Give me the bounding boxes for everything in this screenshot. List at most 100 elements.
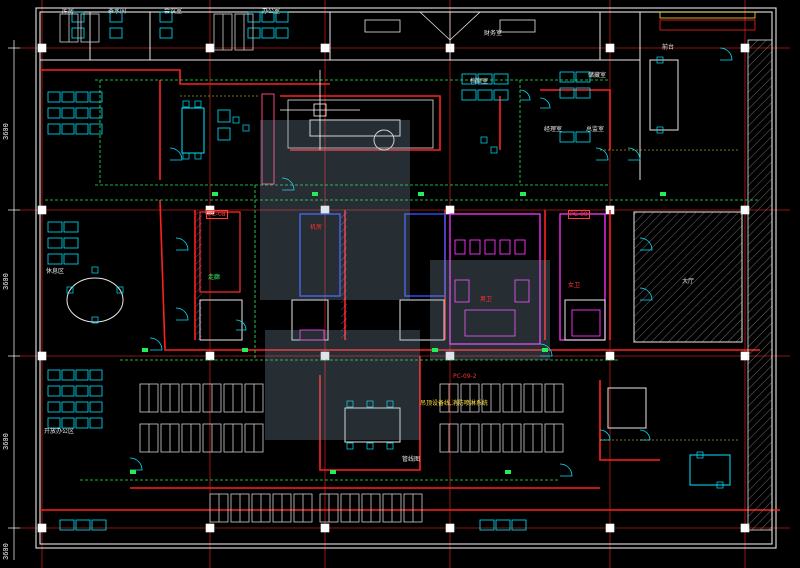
room-label-store: 库房 (62, 8, 75, 15)
workstation (47, 123, 61, 135)
workstation (89, 91, 103, 103)
meeting-tables (66, 59, 731, 486)
workstation (559, 71, 575, 83)
hatched-east-wall (747, 39, 773, 531)
workstation (247, 27, 261, 39)
workstation (75, 123, 89, 135)
green-partition-lines (45, 79, 760, 481)
workstation (75, 417, 89, 429)
workstation (217, 109, 231, 123)
workstation (47, 385, 61, 397)
workstation (91, 519, 107, 531)
column (37, 43, 47, 53)
workstation (477, 89, 493, 101)
workstation (559, 87, 575, 99)
dimension-ruler-left (8, 40, 20, 560)
workstation (47, 237, 63, 249)
chair (716, 481, 724, 489)
chair (656, 126, 664, 134)
hatched-core-walls (196, 212, 202, 340)
workstation (559, 131, 575, 143)
room-label-toilet-f: 女卫 (568, 282, 581, 289)
column (37, 351, 47, 361)
room-label-hall: 大厅 (682, 278, 695, 285)
highlight-panel (287, 99, 434, 149)
workstation-clusters (47, 11, 591, 531)
room-label-toilet-m: 男卫 (480, 296, 493, 303)
workstation (461, 89, 477, 101)
workstation (59, 519, 75, 531)
chair (182, 152, 190, 160)
tag-pc-09: PC-09 (568, 210, 590, 219)
dimension-label-1: 3600 (3, 123, 11, 140)
chair (232, 116, 240, 124)
door-swing (719, 47, 733, 61)
workstation (89, 385, 103, 397)
column (445, 205, 455, 215)
door-swing (235, 319, 247, 331)
room-label-archive: 档案室 (470, 78, 489, 85)
chair (91, 266, 99, 274)
workstation (75, 91, 89, 103)
workstation (109, 11, 123, 23)
top-office-partitions (40, 12, 641, 180)
dimension-label-4: 3600 (3, 543, 11, 560)
watermark (260, 120, 550, 440)
column (605, 43, 615, 53)
room-label-finance: 财务室 (484, 30, 503, 37)
workstation (261, 11, 275, 23)
workstation (61, 369, 75, 381)
door-swing (519, 89, 531, 101)
chair (182, 100, 190, 108)
door-swings (129, 47, 733, 477)
workstation (47, 369, 61, 381)
workstation (89, 401, 103, 413)
workstation (75, 107, 89, 119)
workstation (159, 11, 173, 23)
workstation (575, 131, 591, 143)
room-label-meeting: 会议室 (164, 8, 183, 15)
room-label-corridor: 走廊 (208, 274, 221, 281)
workstation (477, 73, 493, 85)
room-label-manager: 经理室 (544, 126, 563, 133)
chair (366, 400, 374, 408)
chair (194, 100, 202, 108)
room-label-director: 总监室 (586, 126, 605, 133)
column (205, 523, 215, 533)
door-swing (539, 97, 551, 109)
chair (346, 442, 354, 450)
room-label-open-office: 开放办公区 (44, 428, 75, 435)
workstation (247, 11, 261, 23)
workstation (61, 401, 75, 413)
room-label-storage: 储藏室 (588, 72, 607, 79)
chairs (66, 56, 724, 489)
workstation (63, 253, 79, 265)
workstation (511, 519, 527, 531)
door-swing (149, 337, 163, 351)
workstation (75, 369, 89, 381)
room-label-break: 茶水间 (108, 8, 127, 15)
dimension-label-3: 3600 (3, 433, 11, 450)
workstation (61, 417, 75, 429)
workstation (61, 107, 75, 119)
chair (366, 442, 374, 450)
workstation (493, 73, 509, 85)
workstation (89, 417, 103, 429)
chair (346, 400, 354, 408)
note-fire-system: 吊顶设备线,消防喷淋系统 (420, 400, 488, 407)
column (605, 523, 615, 533)
highlight-room-outline (261, 93, 275, 185)
workstation (61, 385, 75, 397)
workstation (89, 369, 103, 381)
crosshair-cursor (280, 70, 360, 150)
column (445, 523, 455, 533)
column (320, 43, 330, 53)
door-swing (599, 429, 611, 441)
workstation (89, 107, 103, 119)
room-label-server: 机房 (310, 224, 323, 231)
workstation (63, 221, 79, 233)
workstation (75, 401, 89, 413)
workstation (47, 417, 61, 429)
